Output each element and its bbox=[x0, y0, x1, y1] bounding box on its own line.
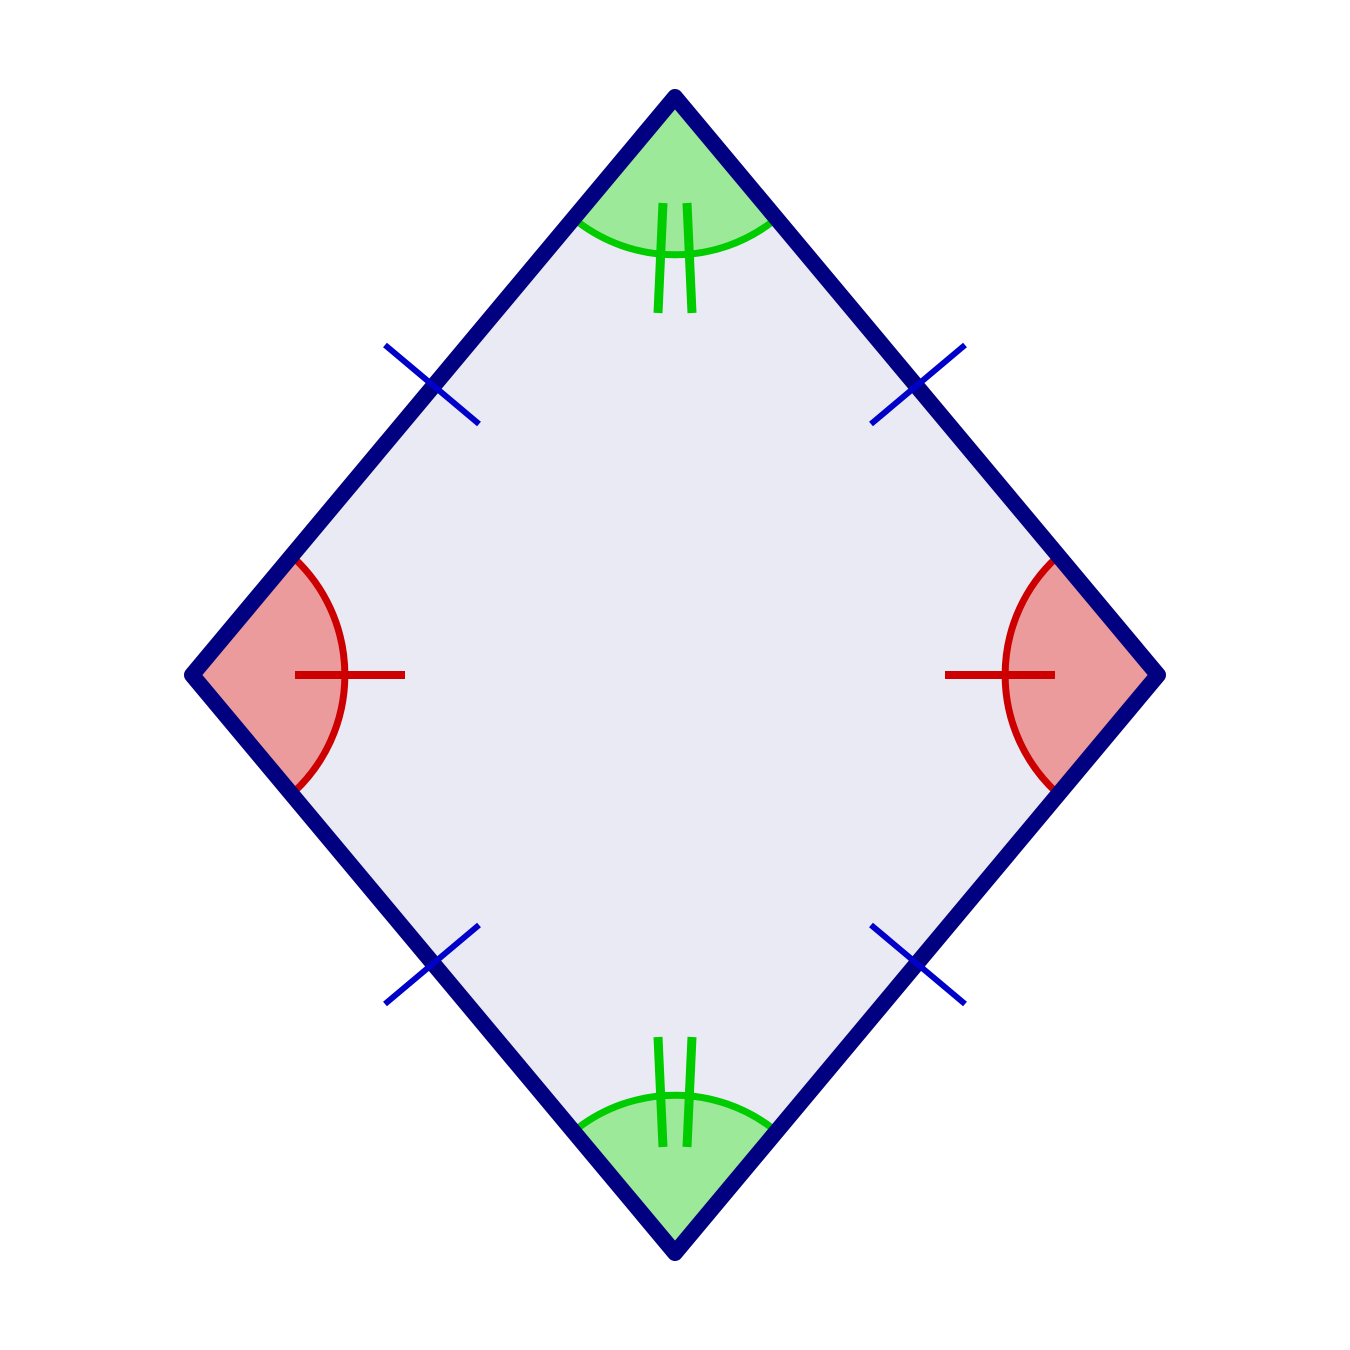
side-top-right-tick bbox=[869, 342, 967, 427]
acute-angle-right-fill bbox=[1005, 558, 1158, 792]
obtuse-angle-bottom-tick-1 bbox=[653, 1036, 668, 1148]
side-bottom-right-tick bbox=[869, 922, 967, 1007]
obtuse-angle-bottom-fill bbox=[578, 1095, 772, 1253]
side-top-left-tick bbox=[383, 342, 481, 427]
obtuse-angle-top-arc bbox=[575, 219, 775, 259]
side-bottom-left-tick bbox=[383, 922, 481, 1007]
acute-angle-left-fill bbox=[192, 558, 345, 792]
obtuse-angle-bottom-arc bbox=[575, 1091, 775, 1131]
obtuse-angle-top-tick-1 bbox=[653, 202, 668, 314]
obtuse-angle-top-fill bbox=[578, 97, 772, 255]
obtuse-angle-bottom-tick-2 bbox=[682, 1036, 697, 1148]
obtuse-angle-top-tick-2 bbox=[682, 202, 697, 314]
rhombus-outline bbox=[184, 89, 1166, 1261]
